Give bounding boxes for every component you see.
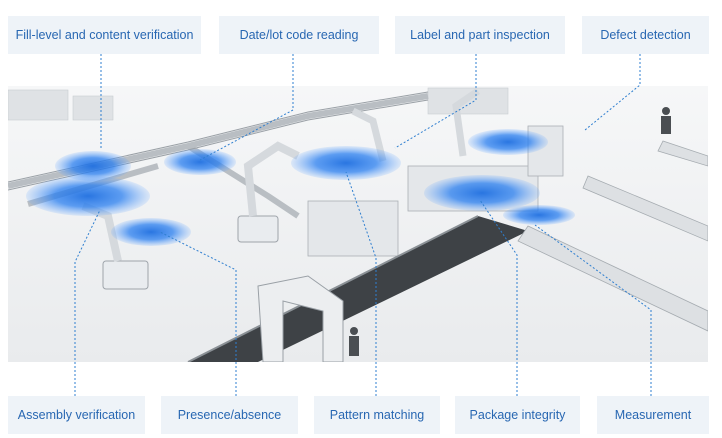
label-pattern: Pattern matching	[314, 396, 440, 434]
label-fill-level: Fill-level and content verification	[8, 16, 201, 54]
factory-scene	[8, 86, 708, 362]
label-date-lot: Date/lot code reading	[219, 16, 379, 54]
label-assembly: Assembly verification	[8, 396, 145, 434]
inspection-spot	[111, 218, 191, 246]
inspection-spot	[468, 129, 548, 155]
inspection-spot	[26, 176, 150, 216]
inspection-spot	[291, 146, 401, 180]
label-defect: Defect detection	[582, 16, 709, 54]
inspection-spot	[503, 205, 575, 225]
label-label-part: Label and part inspection	[395, 16, 565, 54]
label-presence: Presence/absence	[161, 396, 298, 434]
label-package: Package integrity	[455, 396, 580, 434]
inspection-spot	[424, 175, 540, 211]
inspection-spot	[55, 151, 131, 181]
inspection-gantry	[257, 275, 344, 362]
label-measurement: Measurement	[597, 396, 709, 434]
inspection-spot	[164, 149, 236, 175]
